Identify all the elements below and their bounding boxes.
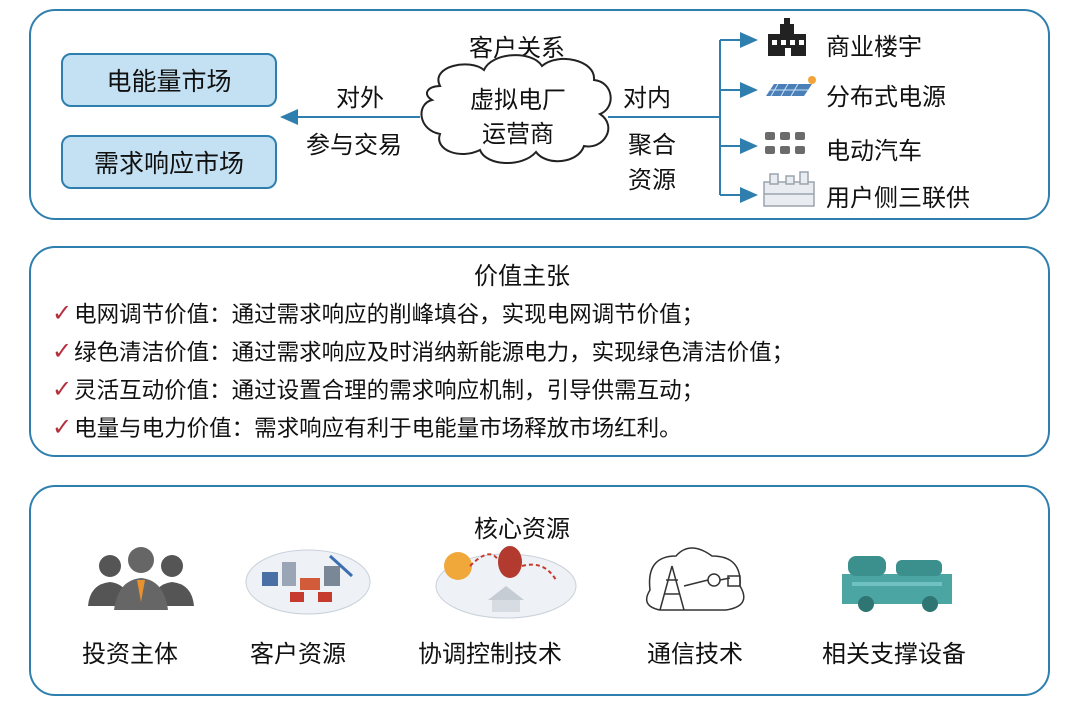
cloud-label-line2: 运营商: [482, 120, 554, 148]
core-item-support-equipment: 相关支撑设备: [822, 640, 966, 668]
value-item: ✓ 灵活互动价值：通过设置合理的需求响应机制，引导供需互动；: [52, 373, 704, 405]
investors-icon: [88, 547, 194, 610]
value-item: ✓ 电网调节价值：通过需求响应的削峰填谷，实现电网调节价值；: [52, 297, 704, 329]
electric-vehicle-icon: [765, 132, 805, 154]
internal-label: 对内: [623, 84, 671, 112]
aggregate-label-line1: 聚合: [628, 131, 676, 159]
coordination-control-icon: [435, 546, 577, 619]
resource-distributed-generation: 分布式电源: [826, 83, 946, 111]
value-proposition-title: 价值主张: [474, 262, 570, 290]
demand-response-market-box: 需求响应市场: [61, 135, 277, 189]
checkmark-icon: ✓: [52, 375, 73, 403]
resource-commercial-building: 商业楼宇: [826, 33, 922, 61]
core-item-communication: 通信技术: [647, 640, 743, 668]
value-item: ✓ 电量与电力价值：需求响应有利于电能量市场释放市场红利。: [52, 411, 682, 443]
customer-resources-icon: [245, 549, 371, 615]
checkmark-icon: ✓: [52, 299, 73, 327]
support-equipment-icon: [842, 556, 952, 612]
commercial-building-icon: [768, 18, 806, 56]
cloud-label-line1: 虚拟电厂: [470, 86, 566, 114]
aggregate-label-line2: 资源: [628, 166, 676, 194]
core-item-customer-resources: 客户资源: [250, 640, 346, 668]
value-item: ✓ 绿色清洁价值：通过需求响应及时消纳新能源电力，实现绿色清洁价值；: [52, 335, 794, 367]
checkmark-icon: ✓: [52, 413, 73, 441]
core-item-coordination-control: 协调控制技术: [418, 640, 562, 668]
checkmark-icon: ✓: [52, 337, 73, 365]
value-proposition-panel: [29, 246, 1050, 457]
communication-tower-icon: [645, 547, 745, 611]
operator-cloud-shape: [420, 54, 612, 165]
solar-panel-icon: [766, 76, 816, 97]
resource-electric-vehicle: 电动汽车: [826, 137, 922, 165]
trade-participation-label: 参与交易: [306, 131, 402, 159]
resource-trigeneration: 用户侧三联供: [826, 184, 970, 212]
energy-market-box: 电能量市场: [61, 53, 277, 107]
external-label: 对外: [336, 84, 384, 112]
value-item-text: 灵活互动价值：通过设置合理的需求响应机制，引导供需互动；: [74, 378, 705, 404]
core-resources-title: 核心资源: [474, 515, 570, 543]
value-item-text: 电量与电力价值：需求响应有利于电能量市场释放市场红利。: [74, 416, 682, 442]
value-item-text: 电网调节价值：通过需求响应的削峰填谷，实现电网调节价值；: [74, 302, 705, 328]
trigeneration-plant-icon: [763, 171, 815, 207]
value-item-text: 绿色清洁价值：通过需求响应及时消纳新能源电力，实现绿色清洁价值；: [74, 340, 795, 366]
core-item-investors: 投资主体: [82, 640, 178, 668]
